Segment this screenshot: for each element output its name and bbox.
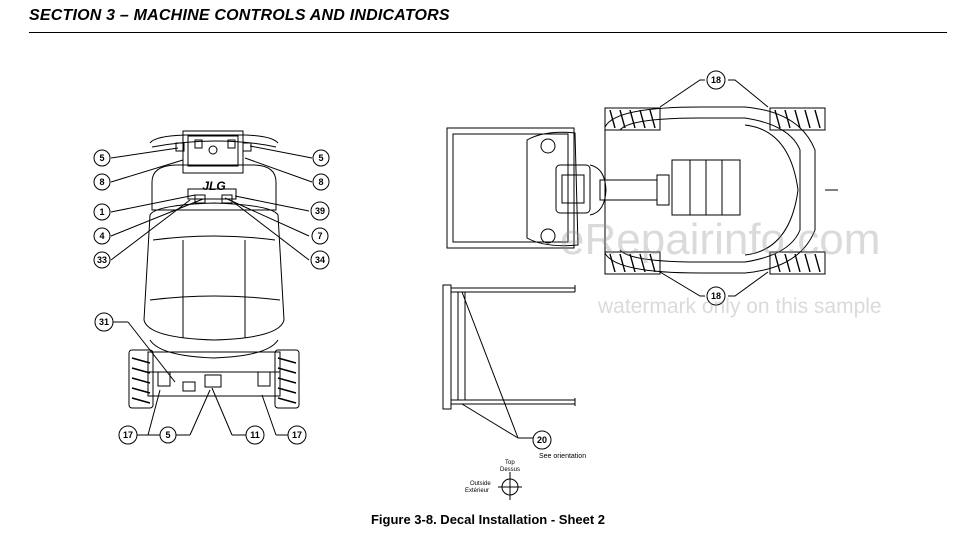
callout-7: 7 bbox=[317, 231, 322, 241]
section-header: SECTION 3 – MACHINE CONTROLS AND INDICAT… bbox=[29, 7, 450, 24]
header-divider bbox=[29, 32, 947, 33]
top-view bbox=[446, 79, 838, 297]
callout-5-bottom: 5 bbox=[165, 430, 170, 440]
callout-31: 31 bbox=[99, 317, 109, 327]
watermark-site: eRepairinfo.com bbox=[560, 215, 881, 264]
callout-8-left: 8 bbox=[99, 177, 104, 187]
watermark-note: watermark only on this sample bbox=[598, 295, 882, 318]
orientation-outside-fr: Extérieur bbox=[465, 488, 489, 494]
callout-1: 1 bbox=[99, 207, 104, 217]
callout-17-left: 17 bbox=[123, 430, 133, 440]
callout-20: 20 bbox=[537, 435, 547, 445]
callout-17-right: 17 bbox=[292, 430, 302, 440]
leader-lines-left bbox=[110, 147, 288, 436]
jlg-logo: JLG bbox=[202, 179, 225, 193]
side-view bbox=[442, 284, 576, 500]
callout-circles bbox=[93, 70, 726, 450]
callout-5-right: 5 bbox=[318, 153, 323, 163]
front-view bbox=[128, 130, 300, 409]
callout-4: 4 bbox=[99, 231, 104, 241]
orientation-top-fr: Dessus bbox=[500, 467, 520, 473]
orientation-top-en: Top bbox=[505, 460, 515, 466]
callout-18-top: 18 bbox=[711, 75, 721, 85]
orientation-note: See orientation bbox=[539, 453, 586, 460]
figure-caption: Figure 3-8. Decal Installation - Sheet 2 bbox=[370, 512, 606, 527]
callout-8-right: 8 bbox=[318, 177, 323, 187]
callout-18-bottom: 18 bbox=[711, 291, 721, 301]
orientation-outside-en: Outside bbox=[470, 481, 491, 487]
callout-5-left: 5 bbox=[99, 153, 104, 163]
callout-33: 33 bbox=[97, 255, 107, 265]
callout-11: 11 bbox=[250, 430, 260, 440]
leader-lines-right bbox=[224, 145, 313, 261]
callout-34: 34 bbox=[315, 255, 325, 265]
callout-39: 39 bbox=[315, 206, 325, 216]
